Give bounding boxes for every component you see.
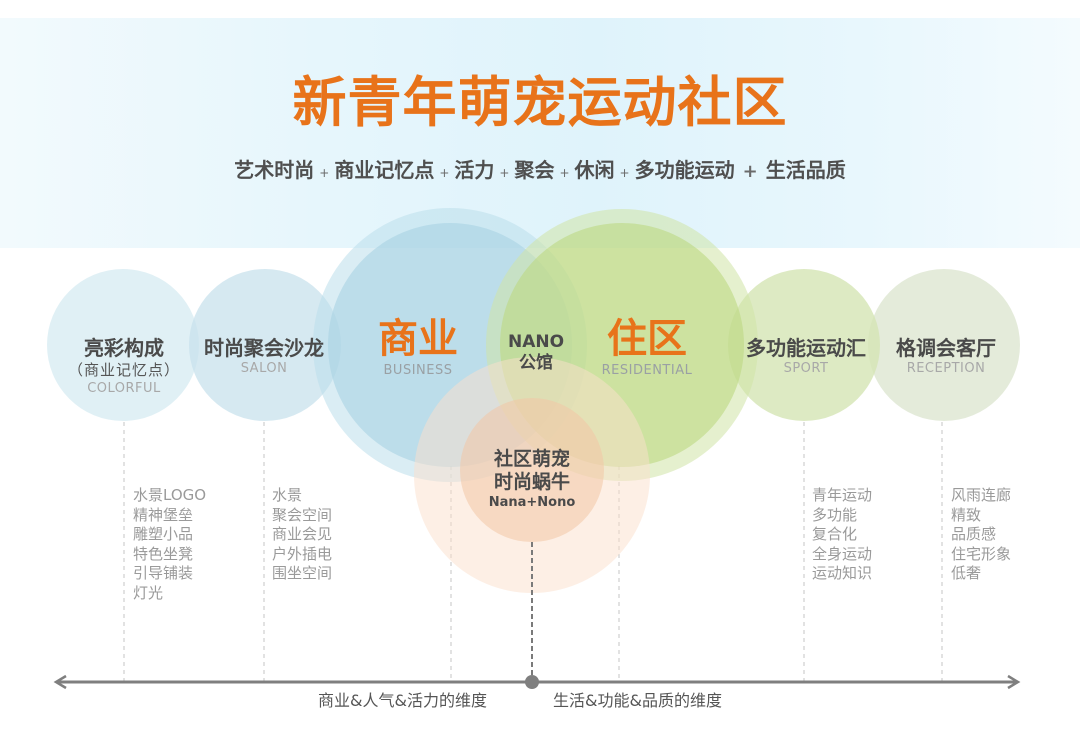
colorful-title: 亮彩构成 <box>83 336 164 360</box>
list-item: 复合化 <box>812 525 858 543</box>
keyword-sport: 多功能运动 <box>634 158 735 182</box>
list-item: 水景LOGO <box>133 486 207 504</box>
list-sport: 青年运动 多功能 复合化 全身运动 运动知识 <box>812 486 872 584</box>
list-item: 围坐空间 <box>272 564 333 582</box>
list-item: 品质感 <box>951 525 997 543</box>
header-band <box>0 18 1080 248</box>
arrow-left-icon <box>53 674 67 690</box>
label-sport: 多功能运动汇 SPORT <box>746 336 866 378</box>
label-reception: 格调会客厅 RECEPTION <box>896 336 996 378</box>
label-nano: NANO 公馆 <box>508 332 564 374</box>
circle-pet <box>460 398 604 542</box>
axis-center-dot <box>525 675 539 689</box>
reception-english: RECEPTION <box>906 361 986 376</box>
plus-separator: + <box>559 166 570 180</box>
label-pet: 社区萌宠 时尚蜗牛 Nana+Nono <box>489 448 576 512</box>
colorful-subtitle: （商业记忆点） <box>67 361 181 379</box>
colorful-english: COLORFUL <box>87 381 161 396</box>
list-item: 聚会空间 <box>272 505 333 524</box>
keyword-commercial: 商业记忆点 <box>334 158 435 182</box>
list-salon: 水景 聚会空间 商业会见 户外插电 围坐空间 <box>272 486 332 584</box>
circle-salon <box>189 269 341 421</box>
nano-english: NANO <box>507 332 565 352</box>
keyword-gathering: 聚会 <box>514 158 555 182</box>
circle-sport <box>728 269 880 421</box>
keyword-leisure: 休闲 <box>574 158 615 182</box>
label-colorful: 亮彩构成 （商业记忆点） COLORFUL <box>68 336 180 398</box>
keyword-vitality: 活力 <box>454 158 495 182</box>
list-item: 精致 <box>951 505 982 524</box>
keyword-quality: 生活品质 <box>765 158 846 182</box>
keyword-line: 艺术时尚 + 商业记忆点 + 活力 + 聚会 + 休闲 + 多功能运动 + 生活品质 <box>0 154 1080 183</box>
list-colorful: 水景LOGO 精神堡垒 雕塑小品 特色坐凳 引导铺装 灯光 <box>133 486 206 603</box>
list-item: 灯光 <box>133 583 164 602</box>
nano-chinese: 公馆 <box>518 353 553 373</box>
list-item: 水景 <box>272 486 303 504</box>
pet-line1: 社区萌宠 <box>493 448 571 470</box>
axis-label-right: 生活&功能&品质的维度 <box>553 691 722 710</box>
residential-title: 住区 <box>606 316 687 362</box>
plus-separator: + <box>499 166 510 180</box>
list-reception: 风雨连廊 精致 品质感 住宅形象 低奢 <box>951 486 1011 584</box>
pet-english: Nana+Nono <box>488 495 576 510</box>
list-item: 引导铺装 <box>133 564 194 582</box>
list-item: 雕塑小品 <box>133 525 194 543</box>
page-title: 新青年萌宠运动社区 <box>292 71 788 134</box>
business-title: 商业 <box>378 316 458 362</box>
plus-separator: + <box>619 166 630 180</box>
axis-label-left: 商业&人气&活力的维度 <box>318 691 487 710</box>
circle-colorful <box>47 269 199 421</box>
residential-english: RESIDENTIAL <box>601 363 693 378</box>
salon-title: 时尚聚会沙龙 <box>204 336 324 360</box>
list-item: 运动知识 <box>812 564 873 582</box>
plus-separator: + <box>439 166 450 180</box>
salon-english: SALON <box>240 361 288 376</box>
arrow-right-icon <box>1007 674 1021 690</box>
list-item: 全身运动 <box>812 544 873 563</box>
list-item: 青年运动 <box>812 486 873 504</box>
keyword-art: 艺术时尚 <box>234 158 315 182</box>
sport-title: 多功能运动汇 <box>746 336 866 360</box>
label-salon: 时尚聚会沙龙 SALON <box>204 336 324 378</box>
list-item: 特色坐凳 <box>133 544 194 563</box>
list-item: 户外插电 <box>272 544 333 563</box>
circle-reception <box>868 269 1020 421</box>
plus-separator: + <box>319 166 330 180</box>
list-item: 风雨连廊 <box>951 486 1012 504</box>
list-item: 住宅形象 <box>951 544 1012 563</box>
list-item: 精神堡垒 <box>133 505 194 524</box>
pet-line2: 时尚蜗牛 <box>493 471 571 493</box>
reception-title: 格调会客厅 <box>896 336 996 360</box>
list-item: 多功能 <box>812 505 858 524</box>
label-residential: 住区 RESIDENTIAL <box>602 316 693 380</box>
list-item: 商业会见 <box>272 525 333 543</box>
list-item: 低奢 <box>951 564 982 582</box>
plus-separator: + <box>742 161 758 182</box>
label-business: 商业 BUSINESS <box>378 316 458 380</box>
sport-english: SPORT <box>783 361 829 376</box>
business-english: BUSINESS <box>383 363 453 378</box>
